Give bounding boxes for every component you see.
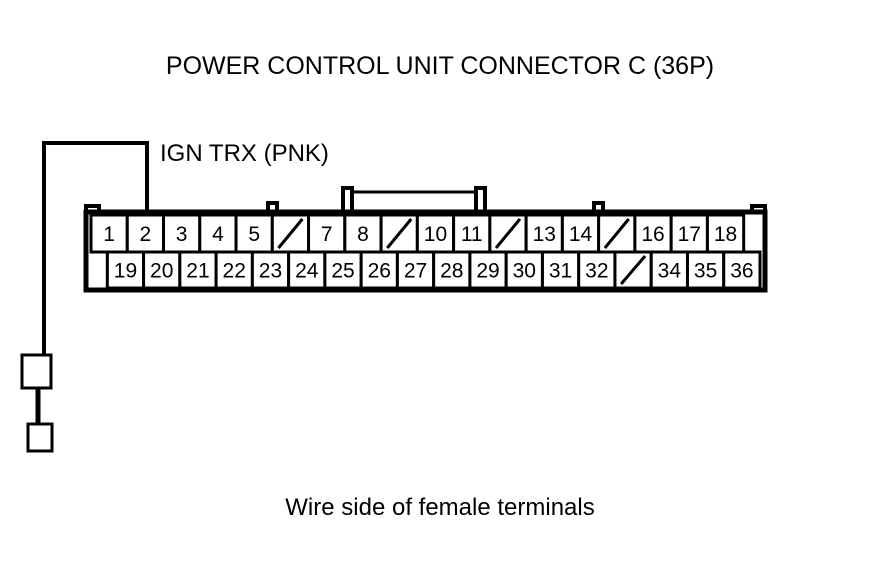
pin-number-label: 17: [678, 223, 701, 246]
pin-cavity-2[interactable]: 2: [125, 213, 166, 254]
wire-path: [42, 141, 149, 355]
pin-number-label: 5: [248, 223, 260, 246]
pin-number-label: 21: [186, 260, 209, 283]
pin-cavity-13[interactable]: 13: [524, 213, 564, 254]
pin-cavity-box: [577, 250, 617, 290]
pin-cavity-19[interactable]: 19: [105, 250, 146, 290]
pin-cavity-35[interactable]: 35: [685, 250, 726, 290]
pin-cavity-box: [705, 213, 746, 254]
pin-cavity-11[interactable]: 11: [452, 213, 492, 254]
pin-cavity-32[interactable]: 32: [577, 250, 617, 290]
pin-number-label: 1: [103, 223, 115, 246]
pin-cavity-28[interactable]: 28: [432, 250, 472, 290]
pin-cavity-3[interactable]: 3: [162, 213, 202, 254]
connector-housing-outline: [83, 209, 768, 293]
pin-cavity-31[interactable]: 31: [540, 250, 581, 290]
terminal-symbol-small: [26, 422, 54, 453]
pin-cavity-12[interactable]: [488, 213, 528, 254]
pin-number-label: 4: [212, 223, 224, 246]
pin-number-label: 36: [730, 260, 753, 283]
pin-cavity-box: [287, 250, 327, 290]
pin-number-label: 27: [404, 260, 427, 283]
pin-cavity-1[interactable]: 1: [89, 213, 129, 254]
pin-number-label: 24: [295, 260, 319, 283]
pin-cavity-20[interactable]: 20: [142, 250, 182, 290]
pin-number-label: 14: [569, 223, 593, 246]
pin-number-label: 16: [641, 223, 664, 246]
pin-cavity-box: [359, 250, 399, 290]
unused-cavity-slash: [619, 255, 647, 285]
pin-number-label: 34: [658, 260, 682, 283]
pin-cavity-30[interactable]: 30: [504, 250, 544, 290]
pin-number-label: 28: [440, 260, 463, 283]
pin-cavity-4[interactable]: 4: [198, 213, 238, 254]
pin-number-label: 20: [150, 260, 173, 283]
pin-cavity-25[interactable]: 25: [323, 250, 363, 290]
unused-cavity-slash: [277, 218, 304, 249]
view-caption: Wire side of female terminals: [285, 494, 595, 521]
pin-cavity-18[interactable]: 18: [705, 213, 746, 254]
pin-cavity-box: [125, 213, 166, 254]
pin-cavity-15[interactable]: [597, 213, 637, 254]
pin-number-label: 2: [140, 223, 152, 246]
pin-cavity-9[interactable]: [379, 213, 419, 254]
top-row: 1 2 3 4 5 7 8 10 11 13 14 16 17 18: [89, 213, 746, 254]
pin-cavity-box: [524, 213, 564, 254]
pin-cavity-box: [722, 250, 762, 290]
pin-cavity-22[interactable]: 22: [214, 250, 254, 290]
pin-number-label: 7: [321, 223, 333, 246]
terminal-symbol-large: [20, 353, 53, 390]
pin-cavity-27[interactable]: 27: [395, 250, 436, 290]
pin-number-label: 3: [176, 223, 188, 246]
pin-cavity-box: [323, 250, 363, 290]
pin-cavity-10[interactable]: 10: [415, 213, 456, 254]
pin-cavity-box: [178, 250, 218, 290]
pin-cavity-21[interactable]: 21: [178, 250, 218, 290]
pin-cavity-8[interactable]: 8: [343, 213, 383, 254]
unused-cavity-slash: [386, 218, 413, 249]
pin-cavity-box: [540, 250, 581, 290]
pin-cavity-box: [214, 250, 254, 290]
pin-number-label: 23: [259, 260, 282, 283]
pin-number-label: 30: [513, 260, 536, 283]
pin-cavity-17[interactable]: 17: [669, 213, 709, 254]
pin-number-label: 22: [223, 260, 246, 283]
wire-label: IGN TRX (PNK): [160, 140, 329, 167]
pin-number-label: 32: [585, 260, 608, 283]
pin-number-label: 29: [476, 260, 499, 283]
pin-number-label: 11: [461, 223, 483, 246]
pin-cavity-36[interactable]: 36: [722, 250, 762, 290]
pin-cavity-24[interactable]: 24: [287, 250, 327, 290]
pin-number-label: 8: [357, 223, 369, 246]
pin-number-label: 18: [714, 223, 737, 246]
bottom-row: 19 20 21 22 23 24 25 26 27 28 29 30 31 32 34 35 36: [105, 250, 762, 290]
pin-cavity-7[interactable]: 7: [307, 213, 347, 254]
pin-cavity-34[interactable]: 34: [649, 250, 689, 290]
pin-cavity-box: [307, 213, 347, 254]
pin-number-label: 25: [331, 260, 354, 283]
pin-cavity-26[interactable]: 26: [359, 250, 399, 290]
pin-cavity-box: [669, 213, 709, 254]
pin-number-label: 19: [114, 260, 137, 283]
pin-cavity-16[interactable]: 16: [633, 213, 673, 254]
unused-cavity-slash: [494, 218, 522, 249]
pin-cavity-29[interactable]: 29: [468, 250, 508, 290]
unused-cavity-slash: [603, 218, 630, 249]
pin-number-label: 35: [694, 260, 717, 283]
pin-number-label: 10: [424, 223, 447, 246]
pin-number-label: 13: [533, 223, 556, 246]
pin-cavity-box: [468, 250, 508, 290]
pin-number-label: 31: [549, 260, 572, 283]
pin-cavity-14[interactable]: 14: [560, 213, 601, 254]
pin-number-label: 26: [368, 260, 391, 283]
pin-cavity-23[interactable]: 23: [250, 250, 291, 290]
pin-cavity-5[interactable]: 5: [234, 213, 274, 254]
connector-housing-top-profile: [84, 186, 767, 212]
pin-cavity-33[interactable]: [613, 250, 653, 290]
page-title: POWER CONTROL UNIT CONNECTOR C (36P): [165, 52, 715, 80]
pin-cavity-6[interactable]: [270, 213, 311, 254]
